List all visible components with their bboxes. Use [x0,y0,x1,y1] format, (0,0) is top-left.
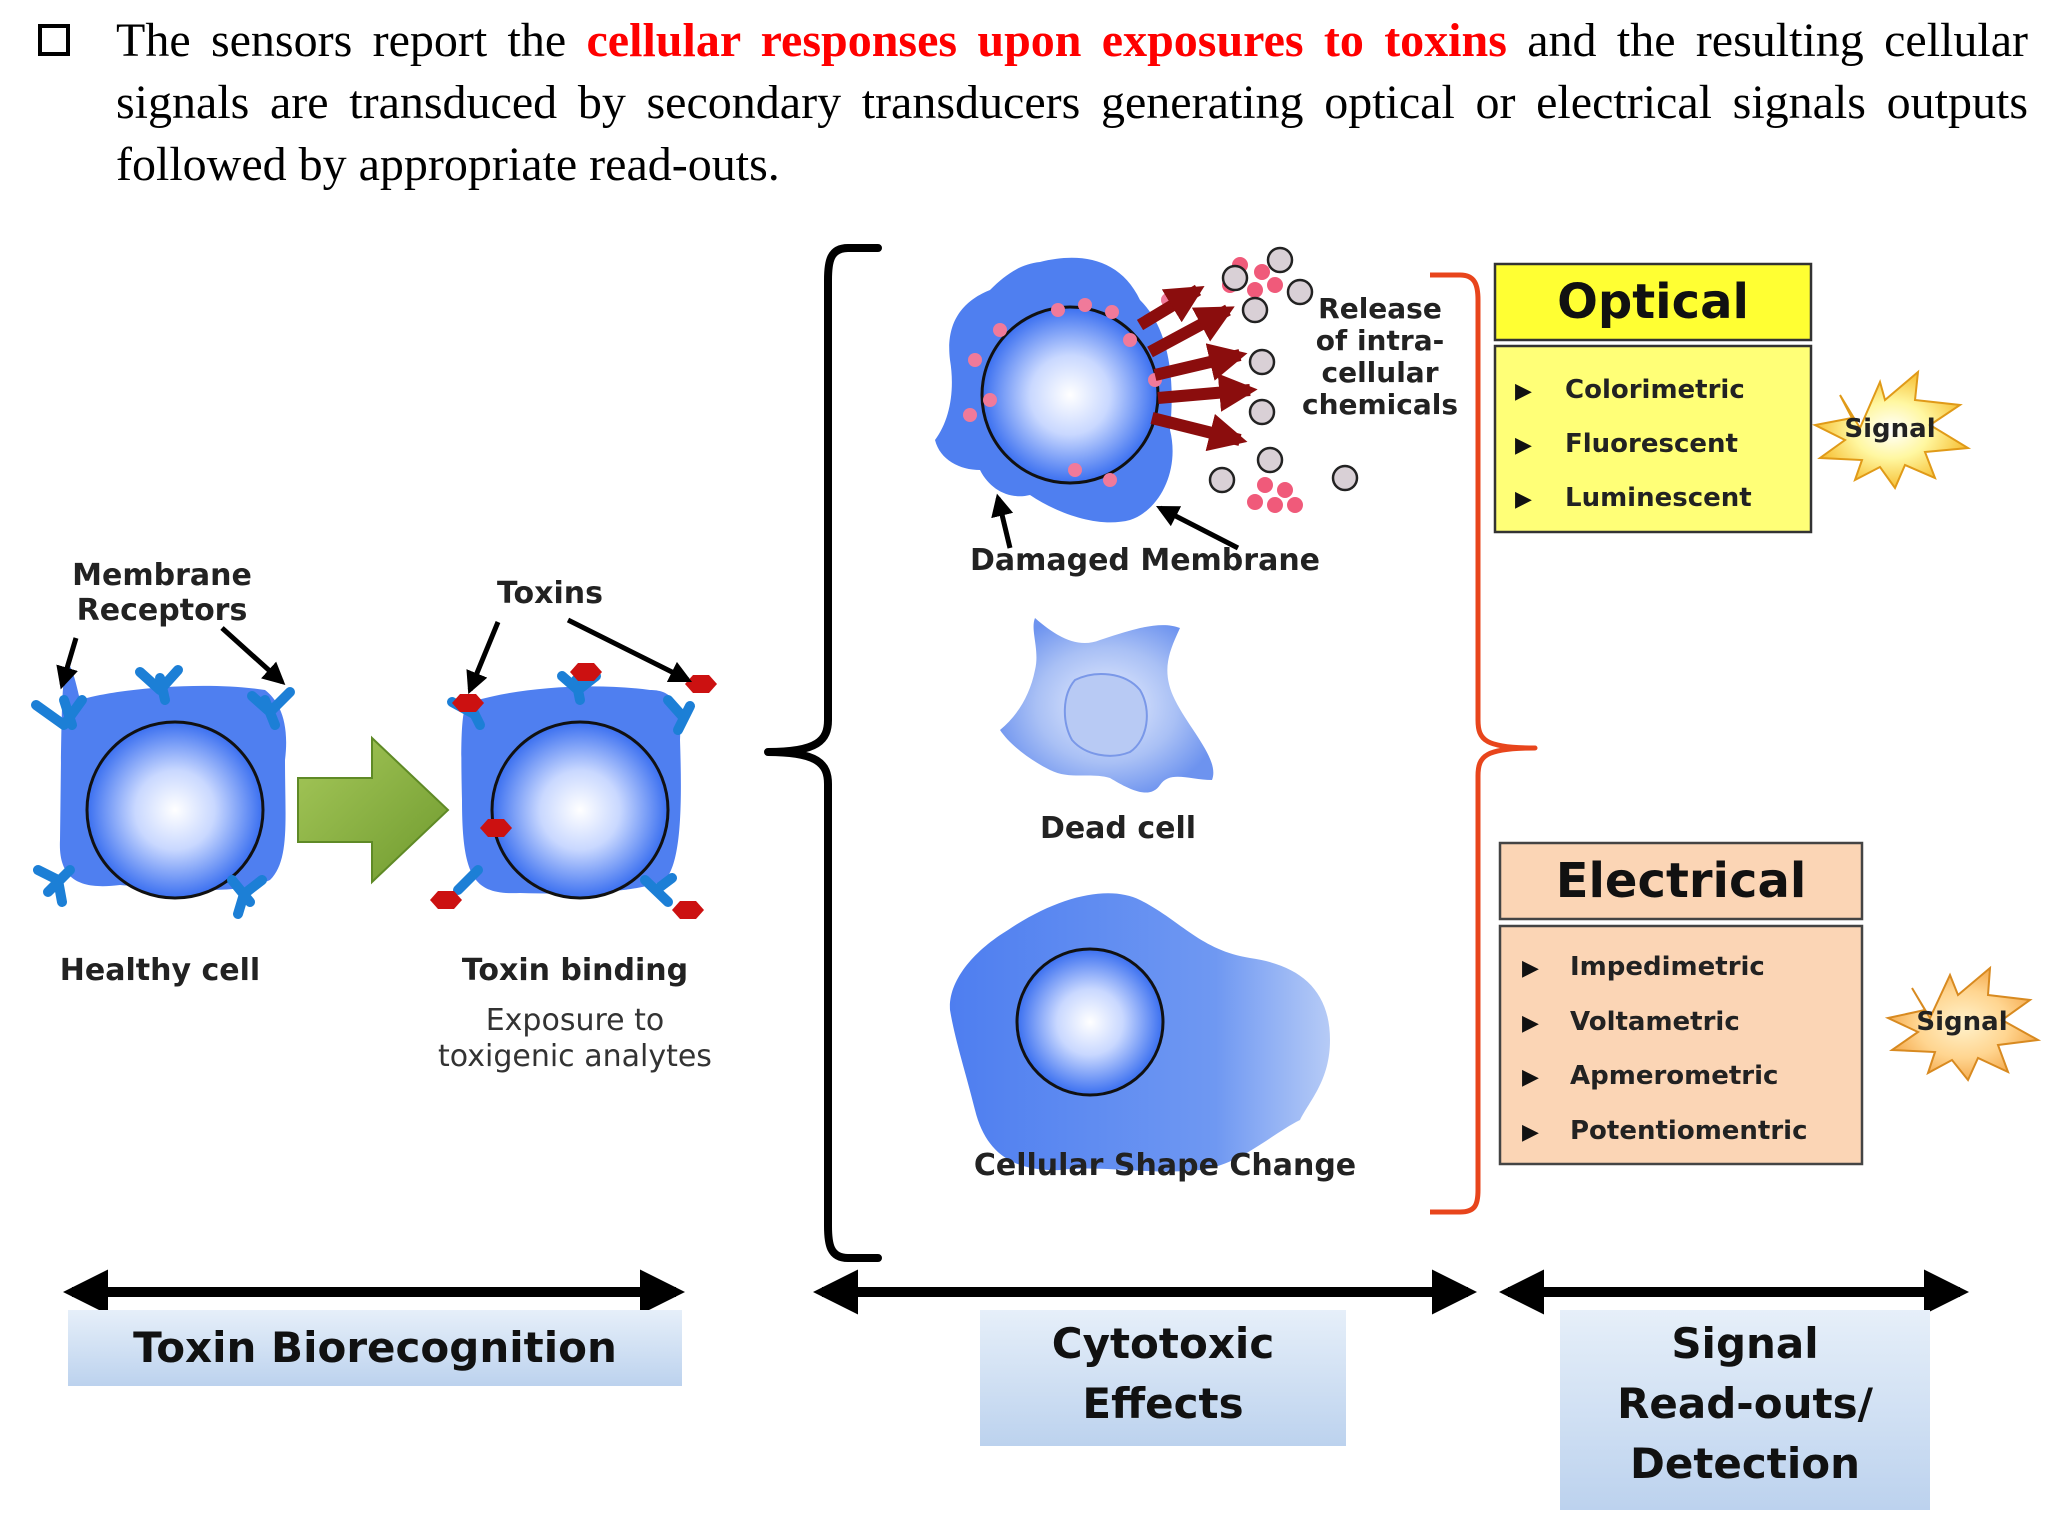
stage-box-biorecognition [68,1310,682,1386]
electrical-item-apmerometric: Apmerometric [1570,1061,1778,1091]
optical-item-fluorescent: Fluorescent [1565,429,1738,459]
receptor-pointer-arrow [220,626,286,686]
toxin-icon [480,819,512,837]
healthy-cell [31,664,295,919]
exposure-label-line1: Exposure to [486,1003,665,1038]
stage-label-biorecognition: Toxin Biorecognition [133,1323,617,1372]
green-process-arrow [297,735,450,885]
exposure-label-line2: toxigenic analytes [438,1039,712,1074]
stage-label-readout-line2: Read-outs/ [1617,1379,1873,1428]
shape-changed-cell [949,893,1330,1172]
electrical-title: Electrical [1556,853,1807,909]
electrical-signal-label: Signal [1916,1007,2007,1037]
bullet-triangle-icon: ▶ [1522,1065,1539,1090]
toxin-binding-label: Toxin binding [462,953,688,988]
receptor-icon [227,875,267,919]
intro-highlight: cellular responses upon exposures to tox… [586,14,1507,67]
shape-change-label: Cellular Shape Change [974,1148,1356,1183]
electrical-signal-burst-icon [1884,965,2042,1082]
bullet-triangle-icon: ▶ [1515,433,1532,458]
receptor-icon [640,873,677,907]
intro-rest: and the resulting cellular signals are t… [116,14,2029,191]
membrane-label-line1: Membrane [72,558,252,593]
toxin-icon [570,663,602,681]
release-label-line2: of intra- [1316,324,1444,357]
bullet-triangle-icon: ▶ [1515,487,1532,512]
toxin-cell-nucleus [490,720,670,900]
release-label-line1: Release [1318,292,1442,325]
toxin-bound-cell [430,663,717,919]
stage-box-cytotoxic [980,1310,1346,1446]
receptor-pointer-arrow [56,637,79,690]
healthy-cell-label: Healthy cell [60,953,260,988]
toxins-label: Toxins [497,576,603,611]
receptor-icon [135,665,183,705]
optical-list-box [1493,344,1813,534]
bullet-triangle-icon: ▶ [1522,1120,1539,1145]
toxin-icon [452,694,484,712]
dead-cell-label: Dead cell [1040,811,1196,846]
intro-lead: The sensors report the [116,14,587,67]
membrane-label-line2: Receptors [77,593,248,628]
damaged-cell [935,246,1359,523]
toxin-icon [430,891,462,909]
toxin-pointer-arrow [466,621,501,695]
receptor-icon [453,865,483,895]
electrical-item-potentiomentric: Potentiomentric [1570,1116,1808,1146]
toxin-icon [672,901,704,919]
release-label-line3: cellular [1321,356,1438,389]
dead-cell-nucleus [1063,673,1148,757]
curly-brace-black [764,244,882,1262]
optical-signal-label: Signal [1844,414,1935,444]
toxin-pointer-arrow [566,617,693,683]
stage-label-readout-line1: Signal [1671,1319,1818,1368]
bullet-triangle-icon: ▶ [1515,379,1532,404]
checkbox-bullet-icon [38,24,70,56]
optical-item-colorimetric: Colorimetric [1565,375,1745,405]
stage-box-readout [1560,1310,1930,1510]
receptor-icon [247,687,295,730]
membrane-pointer-arrow [1155,505,1240,551]
optical-title-box [1493,262,1813,342]
electrical-panel: Electrical ▶ Impedimetric ▶ Voltametric … [1498,841,2042,1166]
dead-cell [1000,618,1214,793]
receptor-icon [663,695,695,735]
membrane-pointer-arrow [991,493,1014,549]
stage-label-readout-line3: Detection [1630,1439,1860,1488]
stage-label-cytotoxic-line2: Effects [1082,1379,1243,1428]
optical-item-luminescent: Luminescent [1565,483,1752,513]
stage-label-cytotoxic-line1: Cytotoxic [1052,1319,1274,1368]
curly-brace-red [1430,272,1538,1215]
bullet-triangle-icon: ▶ [1522,1011,1539,1036]
receptor-icon [31,695,87,730]
optical-panel: Optical ▶ Colorimetric ▶ Fluorescent ▶ L… [1493,262,1972,534]
electrical-title-box [1498,841,1864,921]
release-label-line4: chemicals [1302,388,1458,421]
intro-text: The sensors report the cellular response… [116,10,2028,196]
optical-title: Optical [1557,274,1749,330]
damaged-membrane-label: Damaged Membrane [970,543,1320,578]
healthy-cell-nucleus [85,720,265,900]
shape-cell-nucleus [1015,947,1165,1097]
bullet-triangle-icon: ▶ [1522,956,1539,981]
electrical-item-impedimetric: Impedimetric [1570,952,1765,982]
toxin-icon [685,675,717,693]
receptor-icon [33,865,75,907]
optical-signal-burst-icon [1811,369,1972,491]
electrical-list-box [1498,924,1864,1166]
electrical-item-voltametric: Voltametric [1570,1007,1740,1037]
intro-paragraph: The sensors report the cellular response… [38,10,2028,196]
